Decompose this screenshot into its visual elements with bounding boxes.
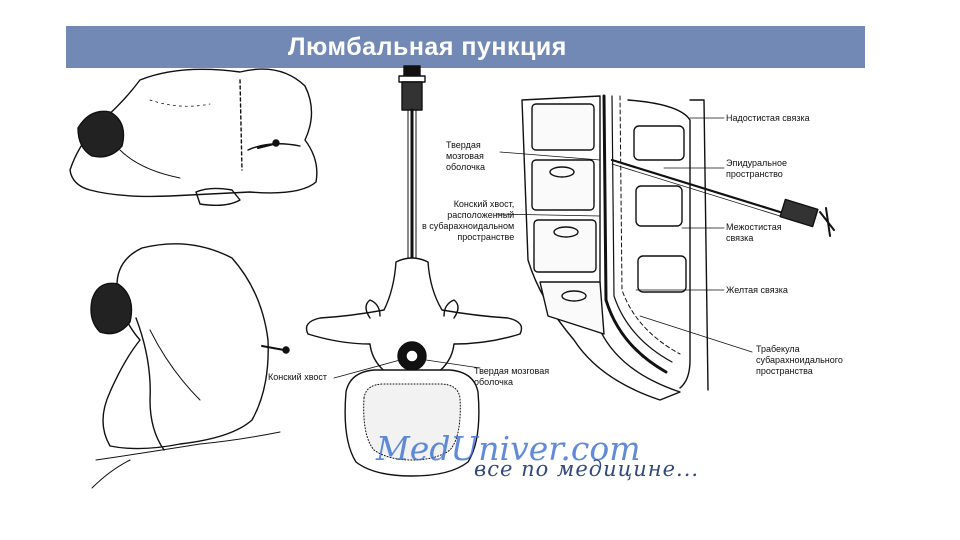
label-subarachnoid-trabecula: Трабекула субарахноидального пространств… bbox=[756, 344, 843, 376]
label-epidural-space: Эпидуральное пространство bbox=[726, 158, 787, 179]
label-dura-mater-bottom: Твердая мозговая оболочка bbox=[474, 366, 550, 387]
title-bar: Люмбальная пункция bbox=[66, 26, 865, 68]
slide-title: Люмбальная пункция bbox=[288, 33, 567, 61]
watermark-tagline: все по медицине... bbox=[474, 457, 700, 481]
sitting-patient-illustration bbox=[90, 243, 290, 489]
label-cauda-equina-long: Конский хвост, расположенный в субарахно… bbox=[422, 199, 515, 242]
label-interspinous-ligament: Межостистая связка bbox=[726, 222, 782, 243]
label-yellow-ligament: Желтая связка bbox=[726, 285, 788, 295]
label-dura-mater-left: Твердая мозговая оболочка bbox=[446, 140, 485, 172]
lying-patient-illustration bbox=[69, 68, 318, 207]
leader-lines bbox=[333, 117, 753, 379]
needle-vertebra-illustration bbox=[305, 65, 523, 477]
label-cauda-equina-short: Конский хвост bbox=[268, 372, 328, 382]
sagittal-spine-illustration bbox=[521, 94, 835, 401]
label-supraspinous-ligament: Надостистая связка bbox=[726, 113, 810, 123]
watermark-site: MedUniver.com bbox=[376, 429, 641, 468]
